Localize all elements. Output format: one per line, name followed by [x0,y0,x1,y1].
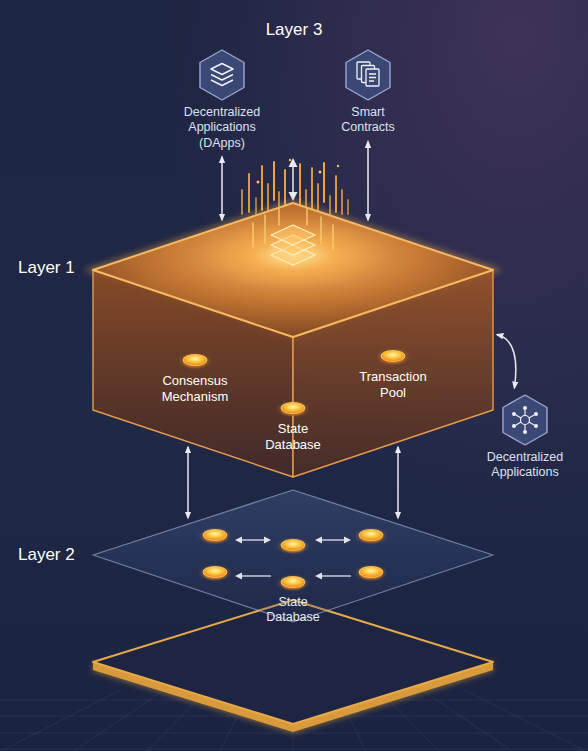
component-node: Transaction Pool [348,346,438,401]
label-holder: Layer 2 [18,545,75,566]
layer-label: Layer 2 [18,545,75,566]
node-label: Transaction Pool [348,369,438,401]
component-node: Consensus Mechanism [150,350,240,405]
hexagon-icon [343,48,393,102]
label-holder: Layer 1 [18,258,75,279]
flow-connector [367,142,369,220]
layer-one-block: Layer 1Consensus MechanismState Database… [93,203,493,477]
component-node: State Database [253,572,333,626]
node-label: State Database [253,595,333,626]
glow-disc [276,398,310,418]
node-label: Smart Contracts [332,105,404,136]
node-label: Consensus Mechanism [150,373,240,405]
label-holder: Layer 3 [0,20,588,41]
glow-disc [178,350,212,370]
component-node: State Database [253,398,333,453]
flow-connector [497,335,516,388]
layer-two-platform: Layer 2State Database [93,490,493,622]
hexagon-icon [197,48,247,102]
flow-arrow [289,158,298,201]
flow-connector [187,447,189,518]
hexagon-icon [500,393,550,447]
node-label: State Database [253,421,333,453]
dapps-icon-node: Decentralized Applications [472,393,578,481]
layer-label: Layer 1 [18,258,75,279]
node-label: Decentralized Applications [475,450,575,481]
flow-connector [221,157,223,220]
layer-label: Layer 3 [0,20,588,41]
glow-disc [376,346,410,366]
glow-disc [276,572,310,592]
contract-icon-node: Smart Contracts [328,48,408,136]
dapps-icon-node: Decentralized Applications (DApps) [167,48,277,151]
node-label: Decentralized Applications (DApps) [172,105,272,151]
flow-connector [397,447,399,518]
